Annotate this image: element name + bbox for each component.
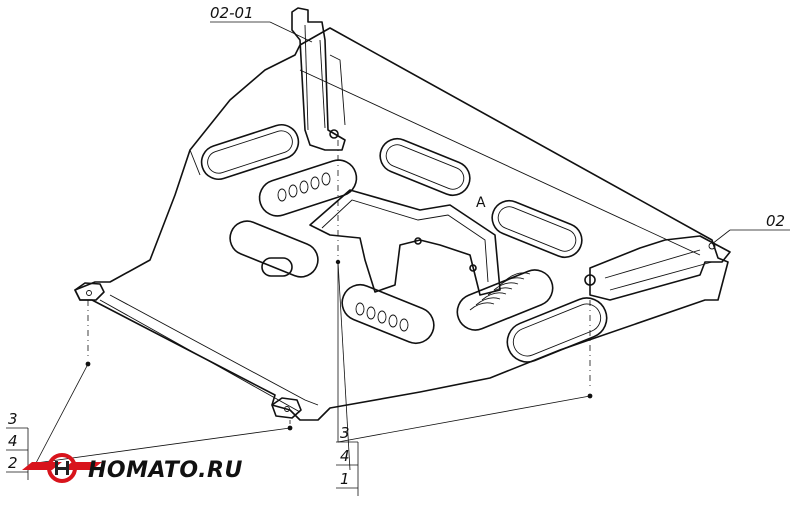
stack-left-item-2: 4 — [8, 432, 18, 450]
stack-left-item-1: 3 — [8, 410, 18, 428]
small-tab — [261, 257, 293, 277]
plate-openings — [200, 124, 608, 363]
vent-louvres — [277, 172, 531, 332]
louvre-group-lower — [355, 302, 409, 332]
callout-bracket-top: 02-01 — [210, 4, 254, 22]
label-02: 02 — [766, 212, 785, 230]
vent-slot-upper — [258, 159, 358, 217]
homato-logo: HOMATO.RU — [22, 453, 243, 483]
tab-bottom — [271, 397, 302, 419]
rib-hole-right — [469, 264, 477, 272]
skid-plate-body — [74, 27, 729, 421]
plate-marking: A — [476, 195, 486, 211]
vent-slot-lower — [341, 283, 435, 345]
logo-wing-right — [62, 462, 102, 470]
label-02-01: 02-01 — [210, 4, 254, 22]
vent-slot-right — [456, 269, 554, 331]
stack-bottom-item-2: 4 — [340, 447, 350, 465]
rib-hole-left — [414, 237, 422, 245]
slot-center-top — [379, 137, 471, 197]
louvre-group-upper — [277, 172, 331, 202]
slot-right-top — [491, 199, 583, 259]
stiffening-rib — [309, 189, 501, 296]
fastener-axes — [85, 140, 593, 431]
right-bracket-slot — [708, 242, 716, 250]
slot-bottom-right — [506, 297, 608, 363]
leader-lines — [35, 21, 790, 471]
bracket-02 — [584, 235, 731, 301]
logo-text: HOMATO.RU — [88, 458, 243, 483]
logo-wing-left — [22, 462, 62, 470]
logo-h-mark — [55, 461, 69, 475]
right-bracket-bolt-hole — [584, 274, 596, 286]
logo-ring — [47, 453, 77, 483]
slot-left-middle — [229, 220, 319, 278]
louvre-group-right — [469, 272, 531, 311]
mounting-tabs — [74, 282, 302, 419]
bracket-bolt-hole — [329, 129, 339, 139]
tab-left — [74, 282, 105, 301]
stack-bottom-item-1: 3 — [340, 424, 350, 442]
stack-bottom-item-3: 1 — [340, 470, 350, 488]
slot-top-left — [200, 124, 300, 180]
fastener-stack-left: 3 4 2 — [6, 410, 29, 480]
fastener-stack-bottom: 3 4 1 — [336, 424, 359, 496]
stack-left-item-3: 2 — [8, 454, 18, 472]
callout-bracket-right: 02 — [766, 212, 785, 230]
